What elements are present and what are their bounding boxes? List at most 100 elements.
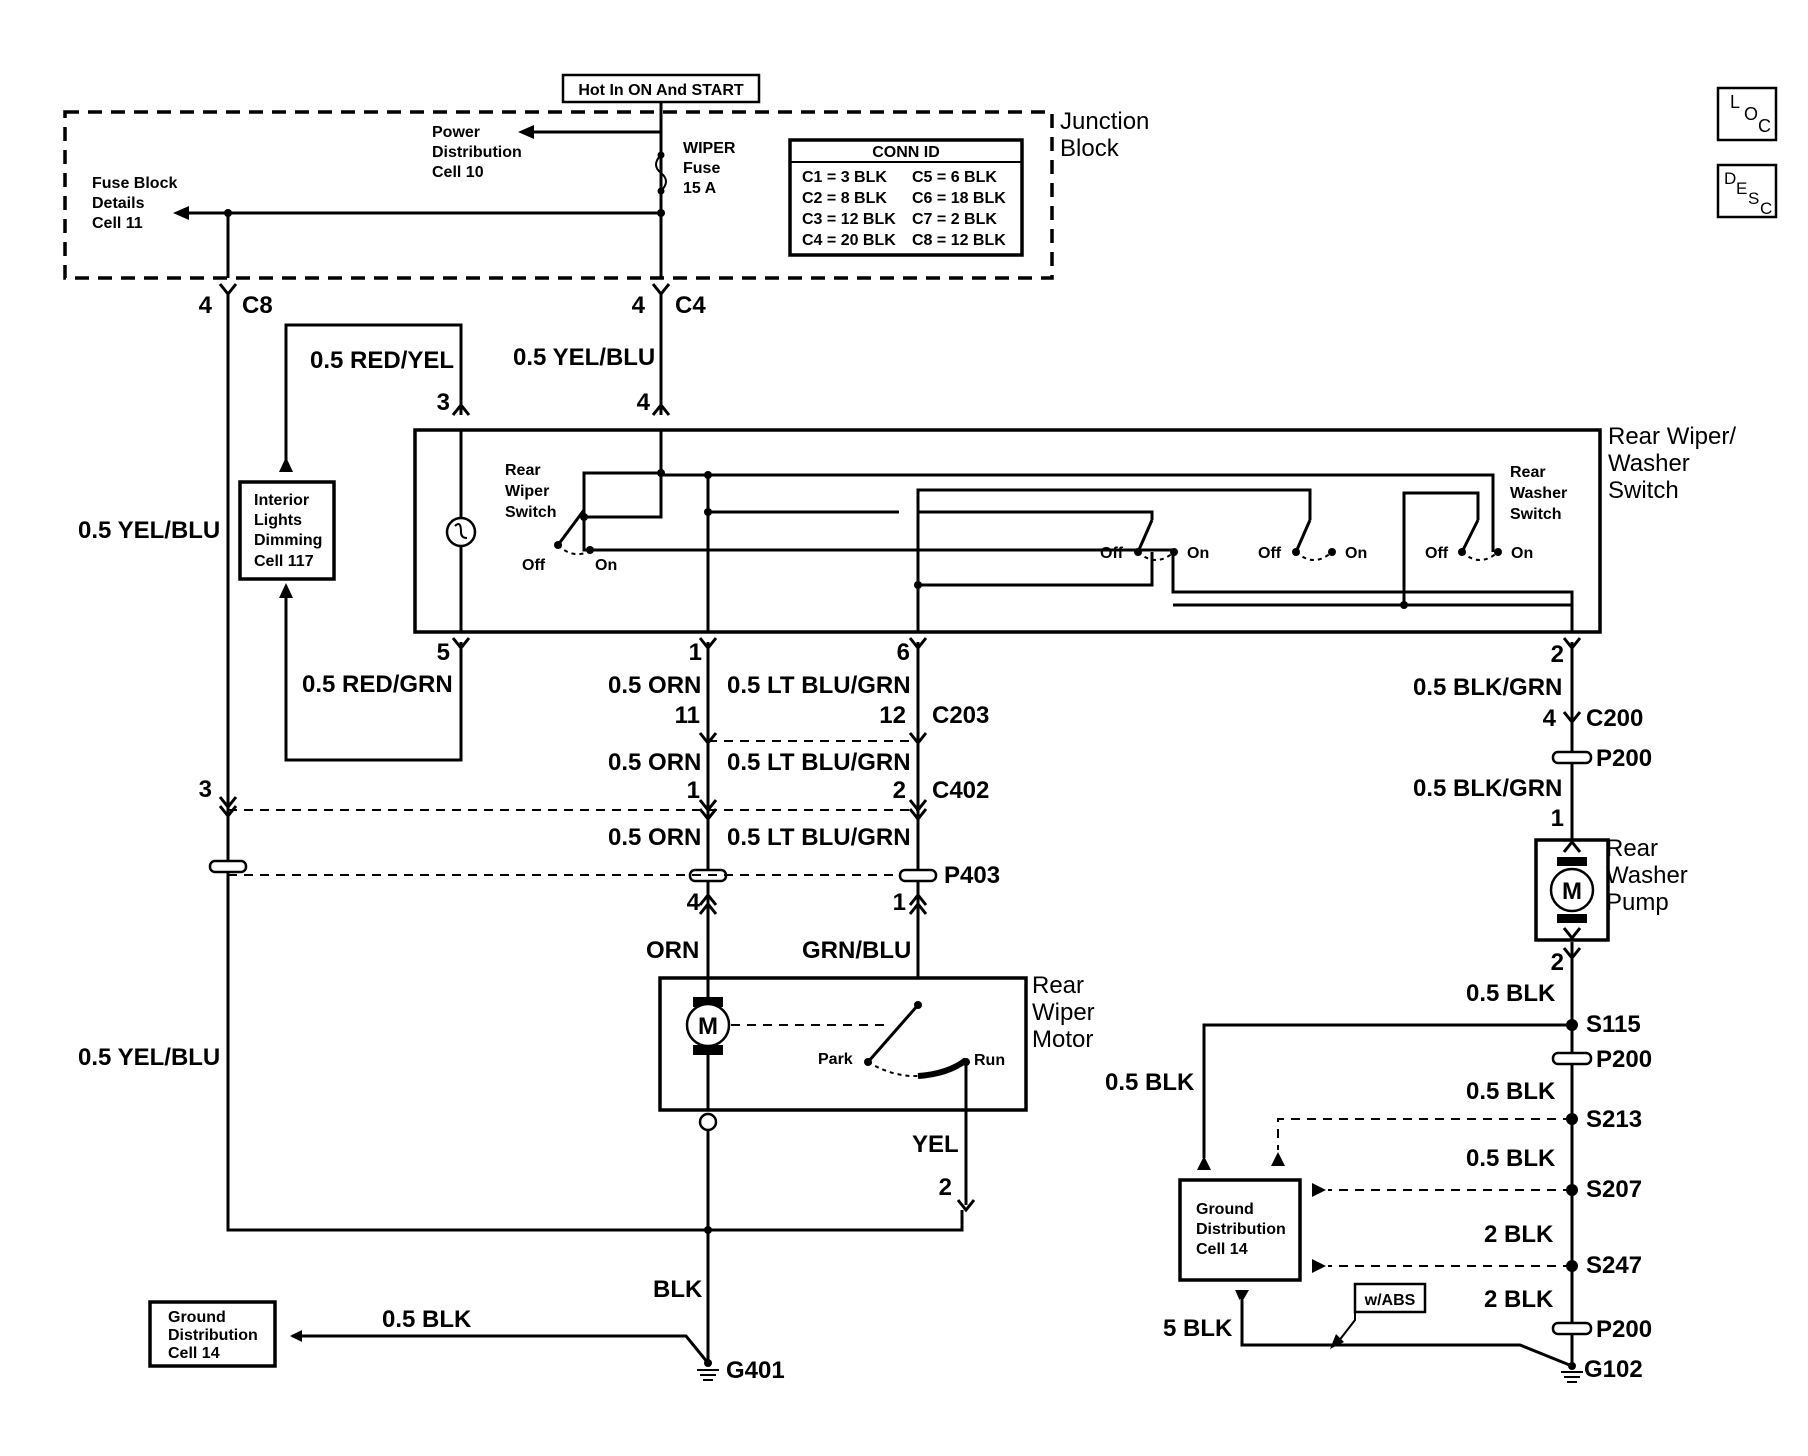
svg-text:C1 = 3 BLK: C1 = 3 BLK: [802, 169, 887, 186]
svg-text:S213: S213: [1586, 1106, 1642, 1133]
svg-text:0.5 BLK: 0.5 BLK: [1466, 1078, 1556, 1105]
svg-text:G401: G401: [726, 1357, 785, 1384]
ground-distribution-left: [148, 1300, 277, 1368]
loc-badge[interactable]: L O C: [1716, 86, 1778, 142]
svg-text:Rear: Rear: [1606, 835, 1658, 862]
svg-text:Distribution: Distribution: [168, 1327, 258, 1344]
arrow-up-icon: [1271, 1152, 1285, 1166]
svg-text:Off: Off: [1425, 545, 1449, 562]
svg-text:4: 4: [637, 389, 651, 416]
svg-text:2: 2: [1551, 949, 1564, 976]
svg-text:P200: P200: [1596, 1046, 1652, 1073]
svg-text:S115: S115: [1586, 1011, 1641, 1038]
svg-text:4: 4: [687, 889, 701, 916]
svg-text:Fuse Block: Fuse Block: [92, 175, 177, 192]
svg-text:S: S: [1748, 189, 1759, 208]
svg-text:0.5 ORN: 0.5 ORN: [608, 672, 701, 699]
ground-icon: [1561, 1371, 1583, 1383]
arrow-icon: [173, 206, 189, 220]
p200-b-icon: [1551, 1051, 1593, 1066]
svg-text:WIPER: WIPER: [683, 140, 736, 157]
svg-text:0.5 LT BLU/GRN: 0.5 LT BLU/GRN: [727, 824, 911, 851]
svg-text:0.5 ORN: 0.5 ORN: [608, 749, 701, 776]
svg-text:Distribution: Distribution: [432, 144, 522, 161]
svg-text:Motor: Motor: [1032, 1026, 1093, 1053]
svg-text:Ground: Ground: [168, 1309, 226, 1326]
svg-text:Cell 10: Cell 10: [432, 164, 484, 181]
svg-text:C: C: [1758, 116, 1771, 136]
svg-text:2 BLK: 2 BLK: [1484, 1221, 1554, 1248]
svg-text:6: 6: [897, 639, 910, 666]
svg-text:BLK: BLK: [653, 1276, 703, 1303]
svg-text:C203: C203: [932, 702, 989, 729]
svg-text:C: C: [1760, 199, 1772, 218]
svg-text:P200: P200: [1596, 1316, 1652, 1343]
arrow-down-icon: [1235, 1290, 1249, 1302]
svg-text:S247: S247: [1586, 1252, 1642, 1279]
fuse-icon: [655, 154, 667, 192]
svg-text:2: 2: [893, 777, 906, 804]
svg-text:L: L: [1730, 92, 1740, 112]
svg-text:4: 4: [1543, 705, 1557, 732]
svg-text:11: 11: [675, 702, 700, 729]
svg-text:On: On: [1511, 545, 1533, 562]
svg-text:12: 12: [879, 702, 906, 729]
svg-text:C8: C8: [242, 292, 273, 319]
svg-text:5: 5: [437, 639, 450, 666]
svg-text:Switch: Switch: [1510, 506, 1562, 523]
svg-text:Switch: Switch: [505, 504, 557, 521]
svg-text:On: On: [595, 557, 617, 574]
connector-c8-icon: [218, 283, 238, 297]
svg-text:C5 = 6 BLK: C5 = 6 BLK: [912, 169, 997, 186]
svg-text:1: 1: [689, 639, 702, 666]
svg-text:5 BLK: 5 BLK: [1163, 1315, 1233, 1342]
switch-contact-a: Off On: [1100, 519, 1209, 562]
svg-text:M: M: [1562, 878, 1582, 905]
switch-contact-b: Off On: [1258, 519, 1367, 562]
svg-text:0.5 BLK/GRN: 0.5 BLK/GRN: [1413, 674, 1562, 701]
svg-text:2 BLK: 2 BLK: [1484, 1286, 1554, 1313]
svg-text:0.5 RED/GRN: 0.5 RED/GRN: [302, 671, 453, 698]
motor-icon: [1549, 867, 1595, 913]
svg-text:C200: C200: [1586, 705, 1643, 732]
svg-text:On: On: [1187, 545, 1209, 562]
p403-left-icon: [208, 859, 248, 874]
p403-ltblu-icon: [898, 868, 938, 883]
ground-icon: [697, 1369, 719, 1381]
svg-text:Power: Power: [432, 124, 480, 141]
svg-text:15 A: 15 A: [683, 180, 717, 197]
svg-text:w/ABS: w/ABS: [1364, 1292, 1416, 1309]
arrow-up-icon: [279, 457, 293, 472]
w-abs-label-box: [1353, 1282, 1427, 1314]
svg-text:Park: Park: [818, 1051, 853, 1068]
svg-text:2: 2: [1551, 641, 1564, 668]
svg-text:Pump: Pump: [1606, 889, 1669, 916]
arrow-up-icon: [1197, 1156, 1211, 1170]
svg-text:Run: Run: [974, 1052, 1005, 1069]
arrow-icon: [518, 125, 534, 139]
interior-lights-box: [238, 480, 336, 581]
svg-text:Lights: Lights: [254, 512, 302, 529]
junction-block-title-2: Block: [1060, 135, 1120, 162]
svg-text:P403: P403: [944, 862, 1000, 889]
svg-text:Off: Off: [1100, 545, 1124, 562]
svg-text:Details: Details: [92, 195, 145, 212]
svg-text:3: 3: [199, 776, 212, 803]
p200-c-icon: [1551, 1321, 1593, 1336]
svg-text:GRN/BLU: GRN/BLU: [802, 937, 911, 964]
svg-text:Cell 14: Cell 14: [1196, 1241, 1248, 1258]
svg-text:Cell 11: Cell 11: [92, 215, 143, 232]
svg-text:0.5 RED/YEL: 0.5 RED/YEL: [310, 347, 454, 374]
svg-text:Interior: Interior: [254, 492, 309, 509]
svg-text:P200: P200: [1596, 745, 1652, 772]
svg-text:C6 = 18 BLK: C6 = 18 BLK: [912, 190, 1006, 207]
desc-badge[interactable]: D E S C: [1716, 163, 1778, 219]
svg-text:Off: Off: [522, 557, 546, 574]
svg-text:Fuse: Fuse: [683, 160, 720, 177]
svg-text:E: E: [1736, 179, 1747, 198]
svg-text:D: D: [1724, 169, 1736, 188]
svg-text:1: 1: [893, 889, 906, 916]
svg-text:C402: C402: [932, 777, 989, 804]
ground-distribution-right: [1178, 1178, 1302, 1282]
